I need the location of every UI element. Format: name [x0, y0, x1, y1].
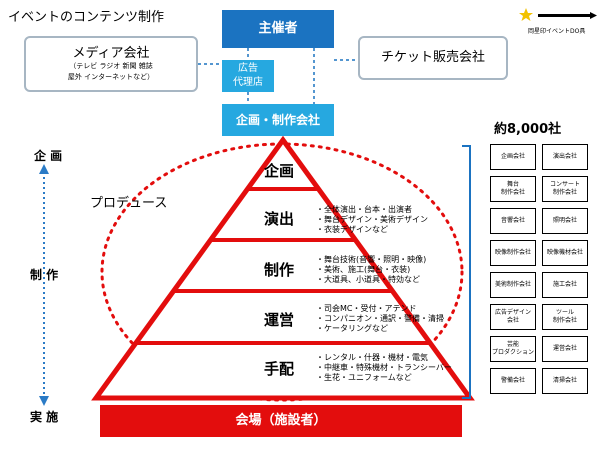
ad-agency-line1: 広告	[238, 63, 258, 74]
desc-line: ・美術、施工(舞台・衣装)	[316, 265, 411, 274]
company-cell: 企画会社	[490, 144, 536, 170]
company-cell: コンサート制作会社	[542, 176, 588, 202]
logo-text: 岡星印イベントDO具	[528, 28, 586, 35]
company-cell: 演出会社	[542, 144, 588, 170]
desc-line: ・衣装デザインなど	[316, 225, 388, 234]
ticket-company-name: チケット販売会社	[380, 50, 485, 65]
produce-label: プロデュース	[90, 196, 168, 211]
company-cell: 運営会社	[542, 336, 588, 362]
page-title: イベントのコンテンツ制作	[8, 10, 165, 25]
tier-label-direction: 演出	[264, 210, 295, 228]
desc-line: ・ケータリングなど	[316, 324, 388, 333]
desc-line: ・コンパニオン・通訳・警備・清掃	[316, 314, 444, 323]
desc-line: ・中継車・特殊機材・トランシーバー	[316, 363, 452, 372]
tier-desc-production: ・舞台技術(音響・照明・映像) ・美術、施工(舞台・衣装) ・大道具、小道具・特…	[316, 255, 426, 285]
tier-label-planning: 企画	[264, 162, 295, 180]
company-cell: ツール制作会社	[542, 304, 588, 330]
ad-agency-box: 広告 代理店	[222, 60, 274, 92]
company-cell: 広告デザイン会社	[490, 304, 536, 330]
logo: 岡星印イベントDO具	[518, 6, 598, 36]
tier-desc-operation: ・司会MC・受付・アテンド ・コンパニオン・通訳・警備・清掃 ・ケータリングなど	[316, 304, 444, 334]
company-cell: 美術制作会社	[490, 272, 536, 298]
ad-agency-line2: 代理店	[233, 77, 263, 88]
desc-line: ・全体演出・台本・出演者	[316, 205, 412, 214]
axis-label-production: 制 作	[30, 268, 59, 282]
tier-label-production: 制作	[264, 261, 295, 279]
desc-line: ・舞台技術(音響・照明・映像)	[316, 255, 427, 264]
company-cell: 映像制作会社	[490, 240, 536, 266]
desc-line: ・大道具、小道具・特効など	[316, 275, 420, 284]
company-cell: 映像機材会社	[542, 240, 588, 266]
company-cell: 警備会社	[490, 368, 536, 394]
media-company-box: メディア会社 （テレビ ラジオ 新聞 雑誌 屋外 インターネットなど）	[24, 36, 198, 92]
tier-desc-arrangement: ・レンタル・什器・機材・電気 ・中継車・特殊機材・トランシーバー ・生花・ユニフ…	[316, 353, 452, 383]
tier-desc-direction: ・全体演出・台本・出演者 ・舞台デザイン・美術デザイン ・衣装デザインなど	[316, 205, 428, 235]
ticket-company-box: チケット販売会社	[358, 36, 508, 80]
media-company-name: メディア会社	[72, 46, 150, 61]
organizer-box: 主催者	[222, 10, 334, 48]
desc-line: ・司会MC・受付・アテンド	[316, 304, 417, 313]
tier-label-operation: 運営	[264, 311, 295, 329]
planning-company-box: 企画・制作会社	[222, 104, 334, 136]
venue-box: 会場（施設者）	[100, 405, 462, 437]
axis-label-planning: 企 画	[34, 149, 63, 163]
tier-label-arrangement: 手配	[264, 360, 295, 378]
star-pen-icon	[519, 8, 597, 21]
axis-label-execution: 実 施	[30, 410, 59, 424]
company-cell: 舞台制作会社	[490, 176, 536, 202]
company-cell: 音響会社	[490, 208, 536, 234]
company-cell: 芸能プロダクション	[490, 336, 536, 362]
company-count: 約8,000社	[494, 122, 562, 137]
company-cell: 施工会社	[542, 272, 588, 298]
desc-line: ・生花・ユニフォームなど	[316, 373, 412, 382]
desc-line: ・レンタル・什器・機材・電気	[316, 353, 428, 362]
desc-line: ・舞台デザイン・美術デザイン	[316, 215, 428, 224]
media-company-sub1: （テレビ ラジオ 新聞 雑誌	[69, 62, 153, 70]
company-cell: 清掃会社	[542, 368, 588, 394]
media-company-sub2: 屋外 インターネットなど）	[67, 73, 155, 81]
company-cell: 照明会社	[542, 208, 588, 234]
